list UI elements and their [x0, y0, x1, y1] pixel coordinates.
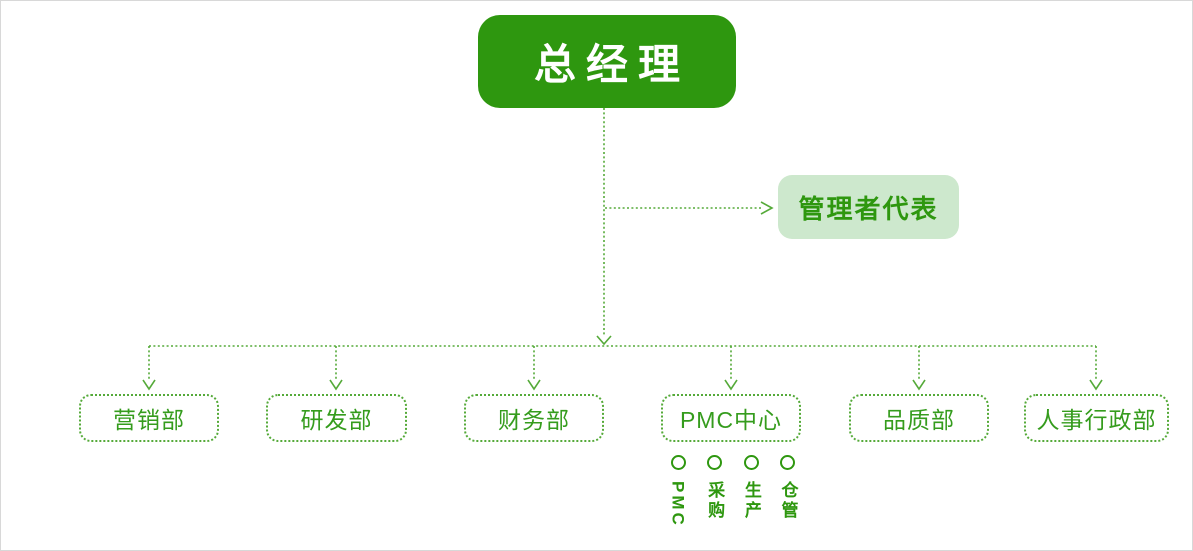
subunit-label: 仓管 — [778, 481, 798, 521]
subunit-label: 采购 — [705, 481, 725, 521]
node-dept-rnd[interactable]: 研发部 — [266, 394, 407, 442]
connector-drops — [142, 346, 1103, 391]
bullet-circle-icon — [780, 455, 796, 470]
arrowhead-right-icon — [760, 201, 774, 215]
subunit-label: 生产 — [741, 481, 761, 521]
bullet-circle-icon — [670, 455, 686, 470]
bullet-circle-icon — [743, 455, 759, 470]
node-dept-pmc-center[interactable]: PMC中心 — [661, 394, 801, 442]
node-dept-marketing[interactable]: 营销部 — [79, 394, 219, 442]
node-dept-finance[interactable]: 财务部 — [464, 394, 604, 442]
pmc-subunits: PMC 采购 生产 仓管 — [665, 455, 801, 528]
subunit-label: PMC — [668, 481, 688, 528]
node-general-manager[interactable]: 总经理 — [478, 15, 736, 108]
subunit-pmc[interactable]: PMC — [665, 455, 691, 528]
node-dept-hr-admin[interactable]: 人事行政部 — [1024, 394, 1169, 442]
subunit-production[interactable]: 生产 — [738, 455, 764, 528]
node-management-representative[interactable]: 管理者代表 — [778, 175, 959, 239]
connector-gm-to-mgr-rep — [605, 201, 774, 215]
bullet-circle-icon — [707, 455, 723, 470]
arrowhead-down-icon — [596, 335, 612, 346]
node-dept-quality[interactable]: 品质部 — [849, 394, 989, 442]
subunit-purchasing[interactable]: 采购 — [702, 455, 728, 528]
connector-gm-to-bus — [596, 108, 612, 346]
subunit-warehouse[interactable]: 仓管 — [775, 455, 801, 528]
